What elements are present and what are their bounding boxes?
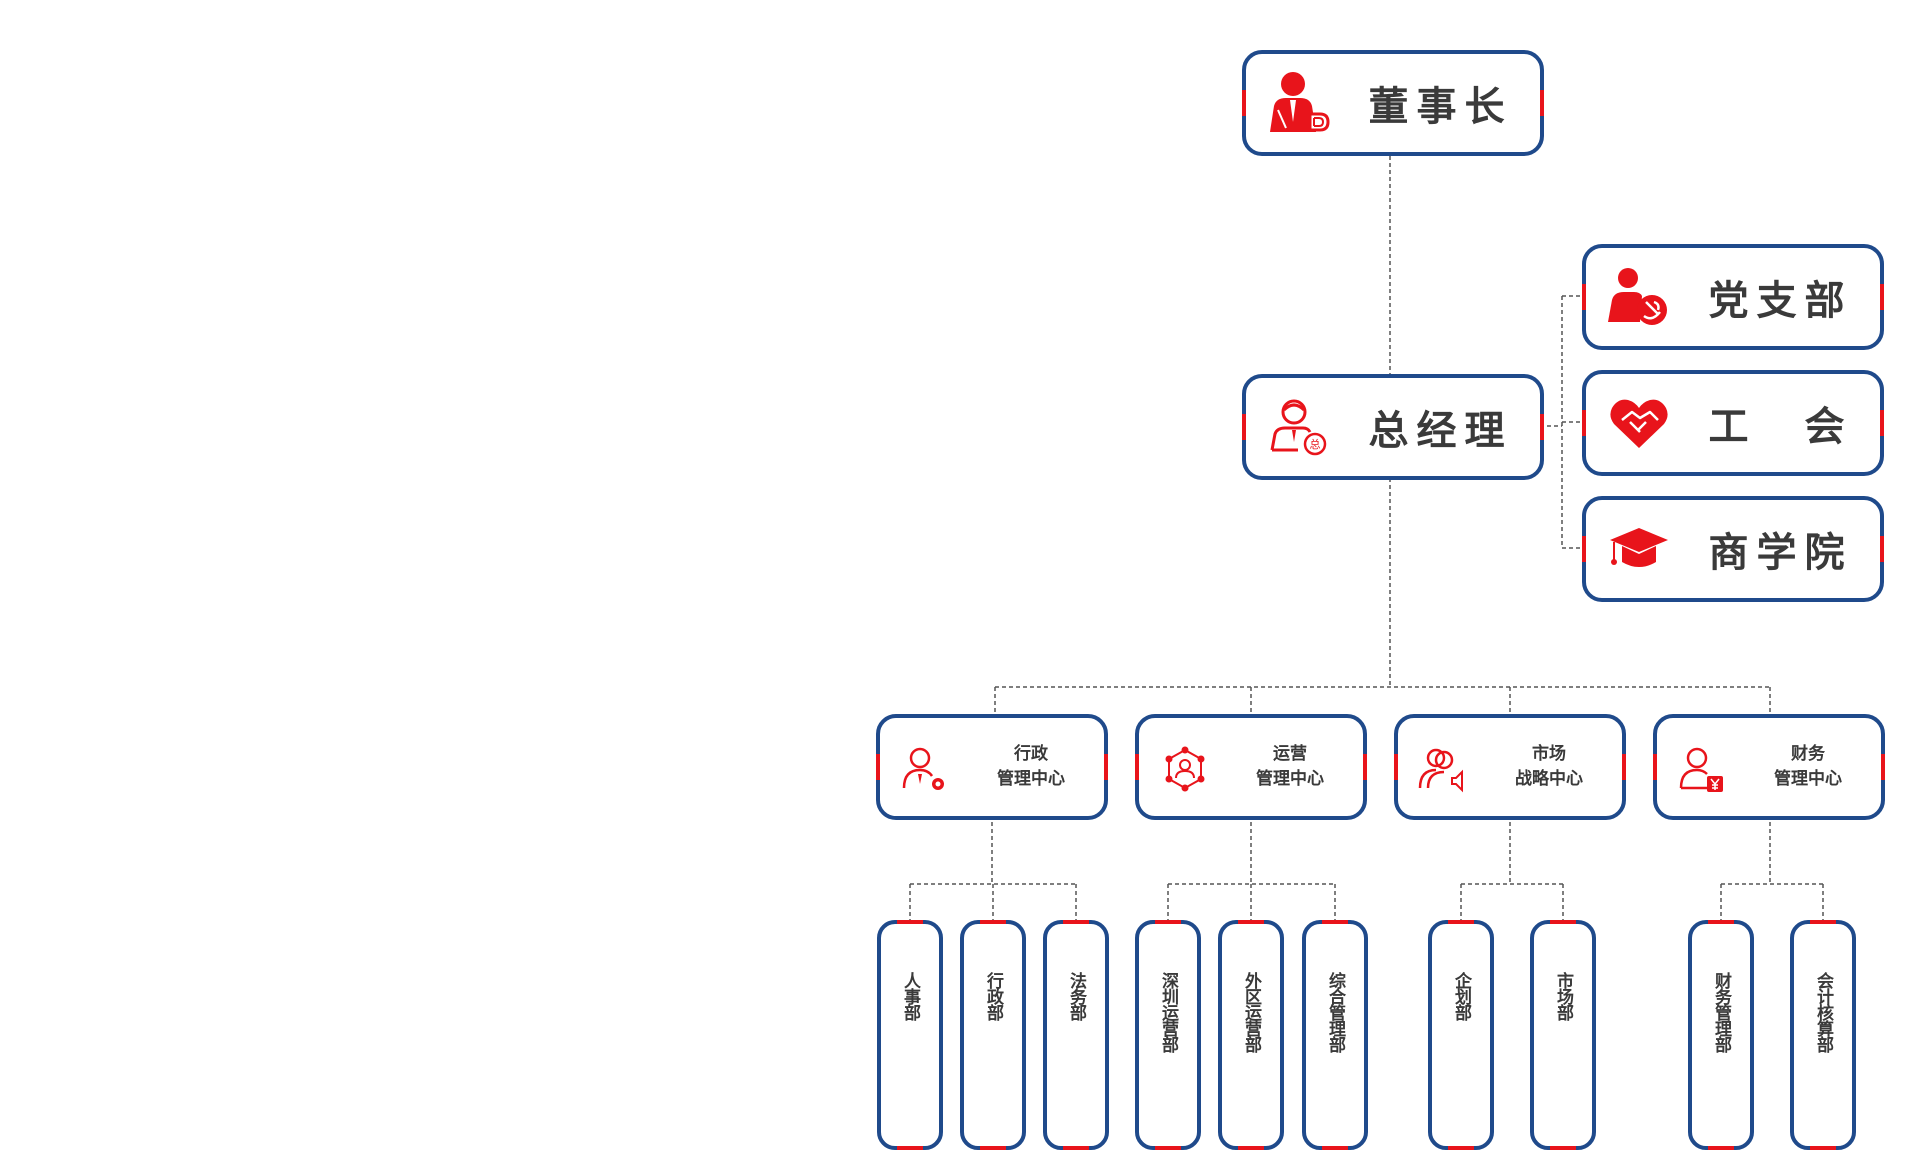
department-node: 外区运营部 (1218, 920, 1284, 1150)
department-node: 企划部 (1428, 920, 1494, 1150)
center-line1: 行政 (1014, 744, 1048, 764)
side-unit-label: 工 会 (1708, 404, 1853, 450)
department-node: 综合管理部 (1302, 920, 1368, 1150)
center-line2: 管理中心 (997, 769, 1065, 789)
user-yuan-icon (1679, 747, 1723, 792)
department-node: 财务管理部 (1688, 920, 1754, 1150)
users-speaker-icon (1418, 748, 1463, 793)
department-label: 行政部 (983, 972, 1003, 1020)
department-node: 人事部 (877, 920, 943, 1150)
department-label: 人事部 (900, 972, 920, 1020)
center-line1: 运营 (1273, 744, 1307, 764)
gm-badge: 总 (1310, 437, 1321, 451)
center-operations: 运营 管理中心 (1135, 714, 1367, 820)
department-label: 综合管理部 (1325, 972, 1345, 1052)
party-member-icon (1608, 268, 1667, 325)
department-node: 法务部 (1043, 920, 1109, 1150)
department-node: 行政部 (960, 920, 1026, 1150)
network-user-icon (1165, 746, 1205, 792)
side-unit-party-branch: 党支部 (1582, 244, 1884, 350)
handshake-heart-icon (1610, 399, 1668, 448)
center-finance: 财务 管理中心 (1653, 714, 1885, 820)
department-label: 深圳运营部 (1158, 972, 1178, 1052)
center-line2: 管理中心 (1774, 769, 1842, 789)
center-line2: 管理中心 (1256, 769, 1324, 789)
department-label: 外区运营部 (1241, 972, 1261, 1052)
side-unit-label: 党支部 (1708, 278, 1853, 324)
admin-user-gear-icon (902, 747, 944, 790)
center-line1: 财务 (1791, 744, 1825, 764)
department-node: 市场部 (1530, 920, 1596, 1150)
department-label: 财务管理部 (1711, 972, 1731, 1052)
department-label: 法务部 (1066, 972, 1086, 1020)
department-node: 深圳运营部 (1135, 920, 1201, 1150)
general-manager-node: 总 总经理 (1242, 374, 1544, 480)
department-label: 市场部 (1553, 972, 1573, 1020)
side-unit-label: 商学院 (1708, 530, 1853, 576)
center-line1: 市场 (1532, 744, 1566, 764)
chairman-node: 董事长 (1242, 50, 1544, 156)
center-admin: 行政 管理中心 (876, 714, 1108, 820)
side-unit-business-school: 商学院 (1582, 496, 1884, 602)
graduation-cap-icon (1610, 528, 1668, 567)
department-label: 会计核算部 (1813, 972, 1833, 1052)
general-manager-icon: 总 (1270, 399, 1327, 456)
chairman-icon (1270, 72, 1330, 132)
center-line2: 战略中心 (1515, 769, 1583, 789)
center-marketing: 市场 战略中心 (1394, 714, 1626, 820)
side-unit-union: 工 会 (1582, 370, 1884, 476)
department-node: 会计核算部 (1790, 920, 1856, 1150)
general-manager-label: 总经理 (1368, 408, 1513, 454)
department-label: 企划部 (1451, 972, 1471, 1020)
chairman-label: 董事长 (1368, 84, 1513, 130)
